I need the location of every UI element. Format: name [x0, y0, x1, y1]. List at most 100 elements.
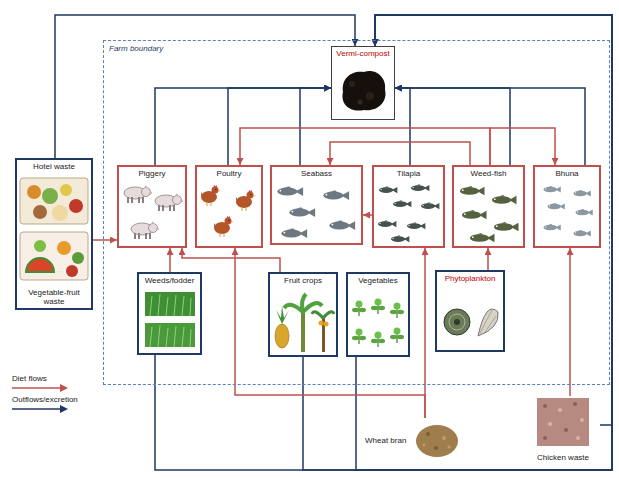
- node-label: Vegetable-fruit waste: [20, 288, 88, 306]
- vermicompost-picture: [342, 71, 385, 110]
- fodder-picture: [145, 292, 195, 347]
- legend-line: [60, 405, 68, 413]
- fruit-crop-picture: [276, 306, 289, 324]
- diet-flow-arrow: [93, 239, 117, 241]
- legend-line: [60, 384, 68, 392]
- diet-flow-arrow: [169, 248, 171, 272]
- tilapia-picture: [391, 235, 409, 242]
- node-label: Bhuna: [538, 169, 596, 178]
- legend-line: [12, 384, 68, 392]
- hen-picture: [201, 185, 221, 206]
- phytoplankton-picture: [454, 319, 460, 325]
- wheat-bran-picture: [448, 446, 451, 449]
- bhuna-picture: [544, 224, 561, 230]
- vegetable-picture: [371, 299, 385, 315]
- pig-picture: [155, 193, 183, 211]
- phytoplankton-picture: [444, 309, 470, 335]
- legend-line: [12, 405, 68, 413]
- pig-picture: [131, 221, 159, 239]
- enterprise-box: Piggery: [117, 165, 187, 248]
- chicken-waste-picture: [576, 436, 580, 440]
- legend-line: [12, 387, 60, 389]
- wheat-bran-picture: [416, 425, 458, 457]
- outflow-arrow: [395, 88, 410, 165]
- hen-picture: [214, 216, 234, 237]
- fodder-picture: [145, 323, 195, 347]
- seabass-picture: [289, 207, 315, 217]
- vegetable-fruit-waste-picture: [57, 241, 71, 255]
- fodder-picture: [150, 325, 191, 347]
- vegetable-fruit-waste-picture: [20, 232, 88, 280]
- enterprise-box: Poultry: [195, 165, 263, 248]
- hen-picture: [236, 190, 256, 211]
- chicken-waste-picture: [537, 398, 589, 446]
- node-label: Phytoplankton: [440, 274, 500, 283]
- bhuna-picture: [574, 230, 591, 236]
- legend-row: Outflows/excretion: [12, 395, 100, 413]
- node-label: Vegetables: [351, 276, 405, 285]
- node-label: Poultry: [200, 169, 258, 178]
- bhuna-picture: [574, 190, 591, 196]
- fruit-crop-picture: [275, 294, 334, 352]
- tilapia-picture: [393, 200, 411, 207]
- phytoplankton-picture: [444, 309, 498, 336]
- outflow-arrow: [300, 88, 331, 165]
- vegetable-fruit-waste-picture: [72, 252, 84, 264]
- seabass-picture: [329, 220, 355, 230]
- node-label: Chicken waste: [529, 453, 597, 462]
- weed-fish-picture: [460, 186, 519, 242]
- node-label: Tilapia: [377, 169, 440, 178]
- legend-line: [12, 409, 60, 411]
- diet-flow-arrow: [490, 128, 555, 165]
- enterprise-box: Tilapia: [372, 165, 445, 248]
- node-label: Seabass: [275, 169, 358, 178]
- pig-picture: [124, 185, 183, 239]
- input-item: Wheat bran: [362, 418, 462, 464]
- source-box: Hotel wasteVegetable-fruit waste: [15, 158, 93, 310]
- hotel-waste-picture: [33, 205, 47, 219]
- legend-row: Diet flows: [12, 374, 100, 392]
- chicken-waste-picture: [548, 422, 552, 426]
- legend-label: Diet flows: [12, 374, 47, 383]
- vermicompost-picture: [366, 92, 374, 100]
- fruit-crop-picture: [324, 322, 329, 327]
- node-label: Fruit crops: [273, 276, 333, 285]
- vegetable-fruit-waste-picture: [26, 258, 54, 272]
- weed-fish-picture: [494, 222, 519, 231]
- vermicompost-picture: [342, 71, 385, 110]
- phytoplankton-picture: [449, 314, 465, 330]
- chicken-waste-picture: [573, 402, 577, 406]
- chicken-waste-picture: [537, 398, 589, 446]
- hotel-waste-picture: [20, 178, 88, 224]
- diet-flow-arrow: [235, 248, 425, 418]
- node-label: Vermi-compost: [335, 49, 391, 58]
- weed-fish-picture: [470, 233, 495, 242]
- outflow-arrow: [155, 88, 331, 165]
- chicken-waste-picture: [543, 404, 547, 408]
- vermicompost-picture: [358, 100, 363, 105]
- fruit-crop-picture: [312, 312, 334, 318]
- crop-box: Weeds/fodder: [137, 272, 202, 355]
- node-label: Hotel waste: [20, 162, 88, 171]
- fruit-crop-picture: [319, 321, 324, 326]
- hotel-waste-picture: [69, 199, 83, 213]
- node-label: Farm boundary: [109, 44, 163, 53]
- vegetable-picture: [352, 329, 366, 345]
- diet-flow-arrow: [240, 128, 490, 165]
- vegetable-fruit-waste-picture: [66, 265, 78, 277]
- node-label: Wheat bran: [365, 436, 406, 445]
- hotel-waste-picture: [27, 185, 41, 199]
- legend-label: Outflows/excretion: [12, 395, 78, 404]
- seabass-picture: [323, 190, 349, 200]
- fodder-picture: [145, 292, 195, 316]
- input-item: Chicken waste: [526, 396, 600, 464]
- vegetable-picture: [390, 328, 404, 344]
- vegetable-picture: [390, 303, 404, 319]
- vermicompost-picture: [349, 81, 355, 87]
- fruit-crop-picture: [275, 324, 289, 348]
- vegetable-fruit-waste-picture: [34, 240, 46, 252]
- tilapia-picture: [411, 184, 429, 191]
- wheat-bran-picture: [434, 446, 438, 450]
- vegetable-fruit-waste-picture: [20, 232, 88, 280]
